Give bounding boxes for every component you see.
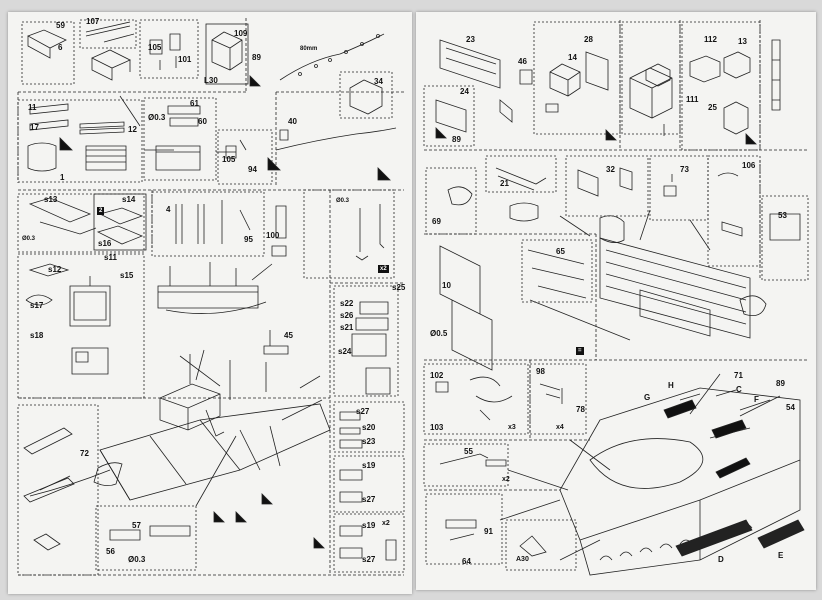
part-label: s14	[122, 195, 136, 204]
part-label: 6	[58, 43, 63, 52]
part-label: 24	[460, 87, 469, 96]
part-label: s18	[30, 331, 44, 340]
part-label: 25	[708, 103, 717, 112]
part-label: D	[718, 555, 724, 564]
part-label: 45	[284, 331, 293, 340]
measurement-label: Ø0.3	[22, 236, 36, 242]
left-page	[8, 12, 412, 594]
part-label: s11	[104, 253, 117, 262]
part-label: 107	[86, 17, 100, 26]
part-label: 95	[244, 235, 253, 244]
part-label: 69	[432, 217, 441, 226]
part-label: s13	[44, 195, 58, 204]
part-label: 17	[30, 123, 39, 132]
part-label: 100	[266, 231, 280, 240]
part-label: E	[778, 551, 784, 560]
part-label: 102	[430, 371, 444, 380]
part-label: 59	[56, 21, 65, 30]
part-label: L30	[204, 76, 218, 85]
part-label: 109	[234, 29, 248, 38]
part-label: s27	[362, 495, 376, 504]
part-label: 106	[742, 161, 756, 170]
part-label: 46	[518, 57, 527, 66]
part-label: s12	[48, 265, 62, 274]
part-label: 60	[198, 117, 207, 126]
part-label: A30	[516, 556, 529, 563]
part-label: 112	[704, 35, 717, 44]
part-label: s15	[120, 271, 134, 280]
part-label: 65	[556, 247, 565, 256]
measurement-label: Ø0.3	[336, 198, 350, 204]
part-label: G	[644, 393, 651, 402]
part-label: 40	[288, 117, 297, 126]
part-label: 89	[252, 53, 261, 62]
part-label: 64	[462, 557, 471, 566]
part-label: 23	[466, 35, 475, 44]
part-label: s25	[392, 283, 406, 292]
part-label: 21	[500, 179, 509, 188]
part-label: 13	[738, 37, 747, 46]
part-label: 101	[178, 55, 192, 64]
part-label: 72	[80, 449, 89, 458]
part-label: 61	[190, 99, 199, 108]
part-label: s26	[340, 311, 354, 320]
part-label: 103	[430, 423, 444, 432]
part-label: 56	[106, 547, 115, 556]
part-label: s23	[362, 437, 376, 446]
measurement-label: 80mm	[300, 46, 318, 52]
part-label: 78	[576, 405, 585, 414]
part-label: 54	[786, 403, 795, 412]
part-label: 10	[442, 281, 451, 290]
part-label: s19	[362, 521, 376, 530]
part-label: 53	[778, 211, 787, 220]
measurement-label: Ø0.3	[148, 113, 166, 122]
step-tag: =	[576, 347, 584, 355]
part-label: s16	[98, 239, 112, 248]
step-tag: x2	[378, 265, 389, 273]
part-label: 105	[148, 43, 162, 52]
multiplier-label: x2	[382, 520, 390, 527]
part-label: 111	[686, 95, 699, 104]
part-label: 71	[734, 371, 743, 380]
measurement-label: Ø0.5	[430, 329, 448, 338]
part-label: s19	[362, 461, 376, 470]
part-label: C	[736, 385, 742, 394]
part-label: s22	[340, 299, 354, 308]
part-label: 73	[680, 165, 689, 174]
part-label: 91	[484, 527, 493, 536]
part-label: 28	[584, 35, 593, 44]
part-label: s21	[340, 323, 354, 332]
part-label: 12	[128, 125, 137, 134]
part-label: 89	[452, 135, 461, 144]
part-label: 1	[60, 173, 65, 182]
part-label: F	[754, 395, 759, 404]
part-label: 94	[248, 165, 257, 174]
part-label: 105	[222, 155, 236, 164]
part-label: 89	[776, 379, 785, 388]
multiplier-label: x2	[502, 476, 510, 483]
part-label: H	[668, 381, 674, 390]
part-label: 55	[464, 447, 473, 456]
part-label: s27	[356, 407, 370, 416]
part-label: s24	[338, 347, 352, 356]
step-tag: 2	[97, 207, 105, 215]
part-label: s27	[362, 555, 376, 564]
part-label: 34	[374, 77, 383, 86]
part-label: 57	[132, 521, 141, 530]
part-label: 4	[166, 205, 171, 214]
measurement-label: Ø0.3	[128, 555, 146, 564]
part-label: 11	[28, 103, 37, 112]
part-label: s17	[30, 301, 44, 310]
part-label: s20	[362, 423, 376, 432]
part-label: 32	[606, 165, 615, 174]
multiplier-label: x4	[556, 424, 564, 431]
part-label: 98	[536, 367, 545, 376]
multiplier-label: x3	[508, 424, 516, 431]
part-label: 14	[568, 53, 577, 62]
